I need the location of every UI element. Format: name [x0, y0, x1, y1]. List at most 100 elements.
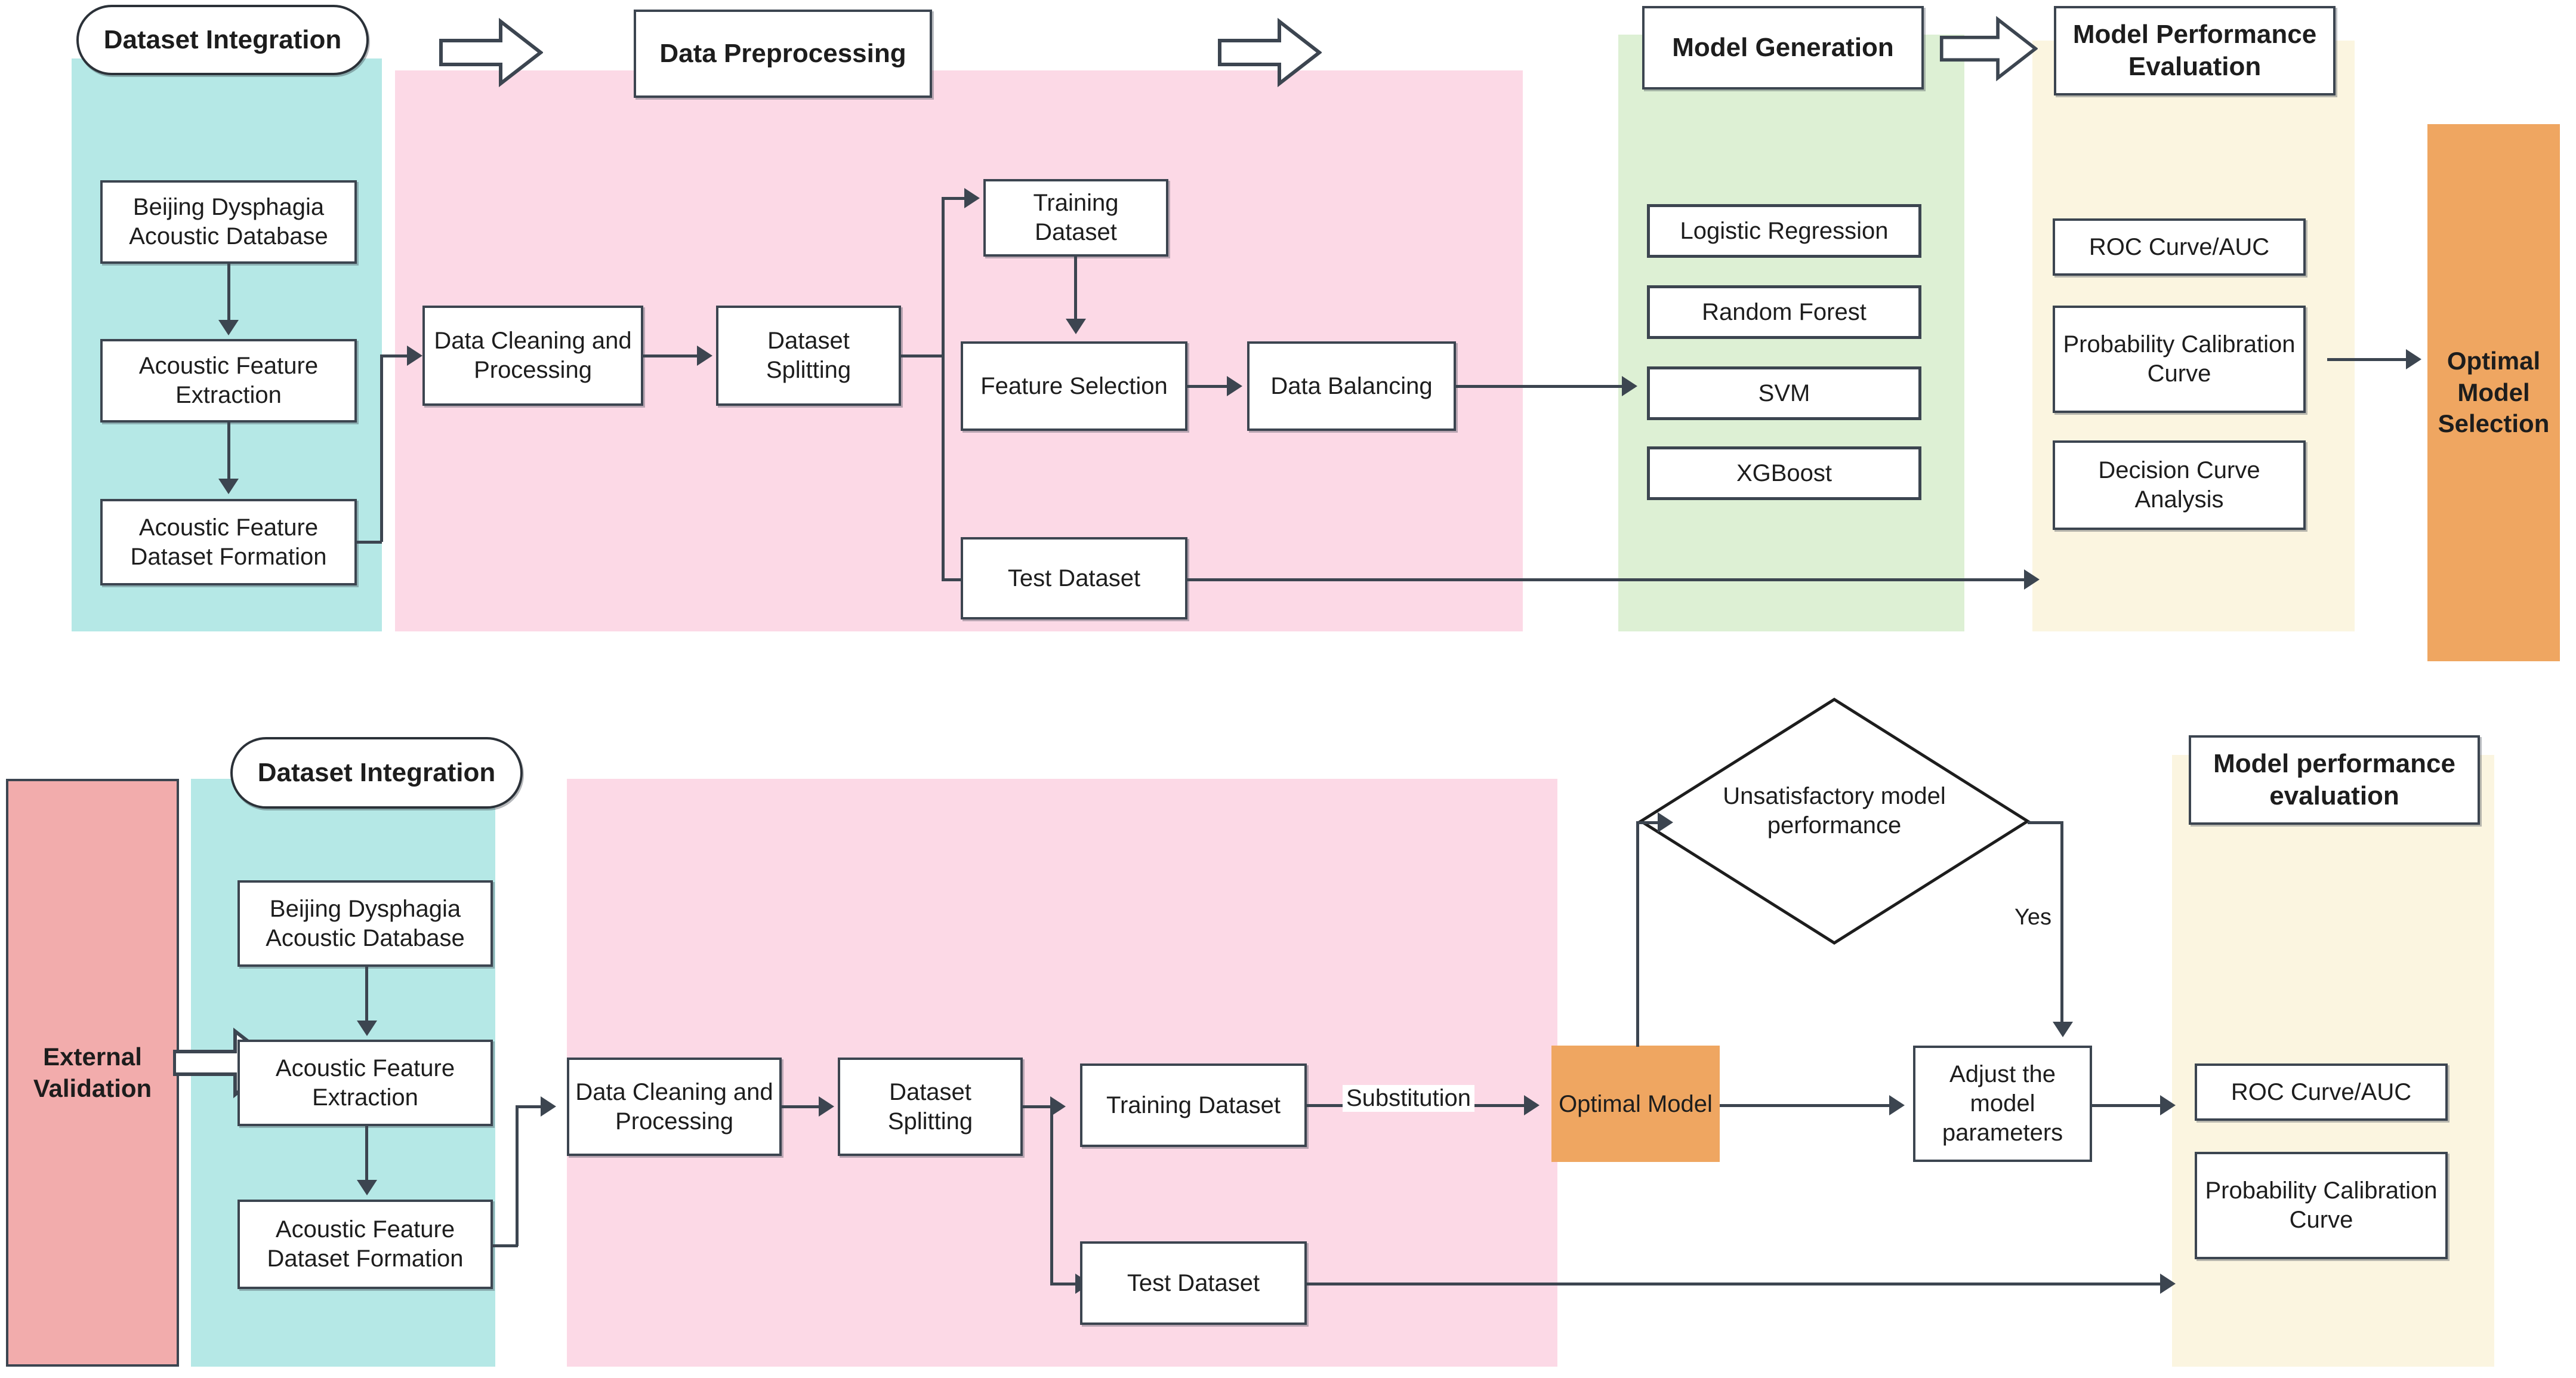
connector-splitting-bus-bottom	[1050, 1105, 1053, 1284]
arrowhead-formation-to-cleaning-bottom	[541, 1096, 556, 1117]
stage-header-data-preprocessing-top: Data Preprocessing	[634, 10, 932, 98]
connector-extraction-to-formation-bottom	[365, 1126, 368, 1183]
node-training-dataset-top: Training Dataset	[983, 179, 1168, 257]
node-label: ROC Curve/AUC	[2231, 1078, 2412, 1105]
node-data-cleaning-and-processing-bottom: Data Cleaning and Processing	[567, 1058, 782, 1156]
edge-label-substitution: Substitution	[1343, 1085, 1475, 1112]
connector-splitting-to-training-top	[942, 197, 967, 200]
node-beijing-dysphagia-acoustic-database-bottom: Beijing Dysphagia Acoustic Database	[237, 880, 493, 967]
node-label: Data Cleaning and Processing	[434, 328, 632, 383]
stage-header-model-generation-top: Model Generation	[1642, 6, 1924, 90]
connector-feature-selection-to-balancing-top	[1187, 385, 1230, 388]
connector-splitting-to-test-top	[942, 578, 967, 581]
connector-balancing-to-models-top	[1456, 385, 1635, 388]
stage-header-dataset-integration-bottom: Dataset Integration	[230, 737, 523, 809]
node-label: Training Dataset	[1106, 1092, 1281, 1118]
arrowhead-adjust-to-evaluation	[2160, 1095, 2176, 1115]
connector-evaluation-to-optimal-selection	[2327, 358, 2411, 361]
node-roc-curve-auc-bottom: ROC Curve/AUC	[2195, 1063, 2448, 1121]
node-dataset-splitting-bottom: Dataset Splitting	[838, 1058, 1023, 1156]
decision-label: Unsatisfactory model performance	[1723, 783, 1946, 838]
stage-header-label: Dataset Integration	[103, 25, 342, 54]
connector-optimal-model-riser	[1636, 821, 1639, 1047]
arrowhead-db-to-extraction-bottom	[357, 1021, 377, 1036]
arrowhead-formation-to-cleaning-top	[407, 346, 422, 366]
node-data-cleaning-and-processing-top: Data Cleaning and Processing	[422, 306, 643, 406]
node-label: Random Forest	[1702, 298, 1867, 325]
block-arrow-preprocessing-to-model-generation	[1218, 17, 1322, 88]
node-acoustic-feature-extraction-bottom: Acoustic Feature Extraction	[237, 1040, 493, 1126]
arrowhead-evaluation-to-optimal-selection	[2406, 349, 2421, 369]
connector-splitting-out-top	[901, 354, 943, 357]
connector-db-to-extraction-bottom	[365, 967, 368, 1024]
connector-adjust-to-evaluation	[2092, 1104, 2170, 1107]
node-dataset-splitting-top: Dataset Splitting	[716, 306, 901, 406]
node-label: Feature Selection	[980, 372, 1168, 399]
node-label: Optimal Model Selection	[2438, 347, 2550, 438]
arrowhead-cleaning-to-splitting-top	[697, 346, 712, 366]
connector-test-dataset-to-evaluation-bottom	[1307, 1283, 2170, 1285]
arrowhead-splitting-to-training-bottom	[1050, 1096, 1066, 1117]
connector-optimal-model-to-adjust	[1720, 1104, 1899, 1107]
arrowhead-optimal-model-to-adjust	[1889, 1095, 1905, 1115]
node-label: Data Balancing	[1270, 372, 1433, 399]
node-external-validation: External Validation	[6, 779, 179, 1367]
connector-formation-to-cleaning-top	[380, 354, 410, 357]
node-label: Probability Calibration Curve	[2063, 331, 2296, 387]
node-feature-selection-top: Feature Selection	[961, 341, 1187, 431]
node-optimal-model: Optimal Model	[1551, 1046, 1720, 1162]
node-label: Acoustic Feature Extraction	[138, 353, 319, 408]
node-adjust-the-model-parameters: Adjust the model parameters	[1913, 1046, 2092, 1162]
connector-diamond-yes-down	[2060, 821, 2063, 1024]
node-label: Decision Curve Analysis	[2098, 457, 2260, 513]
node-label: Data Cleaning and Processing	[575, 1078, 773, 1135]
node-training-dataset-bottom: Training Dataset	[1080, 1063, 1307, 1147]
node-xgboost: XGBoost	[1647, 446, 1921, 500]
arrowhead-extraction-to-formation-top	[218, 479, 239, 494]
node-label: SVM	[1758, 380, 1810, 406]
band-model-evaluation-bottom	[2172, 755, 2494, 1367]
arrowhead-training-to-feature-selection-top	[1066, 319, 1086, 334]
arrowhead-extraction-to-formation-bottom	[357, 1180, 377, 1195]
node-svm: SVM	[1647, 366, 1921, 420]
connector-diamond-yes-out	[2028, 821, 2063, 824]
node-acoustic-feature-extraction-top: Acoustic Feature Extraction	[100, 339, 357, 423]
connector-extraction-to-formation-top	[227, 423, 230, 482]
connector-formation-riser-top	[380, 354, 383, 542]
stage-header-model-evaluation-top: Model Performance Evaluation	[2054, 6, 2336, 95]
block-arrow-model-generation-to-evaluation	[1939, 16, 2038, 82]
node-logistic-regression: Logistic Regression	[1647, 204, 1921, 258]
node-probability-calibration-curve-top: Probability Calibration Curve	[2053, 306, 2306, 413]
arrowhead-db-to-extraction-top	[218, 320, 239, 335]
connector-cleaning-to-splitting-bottom	[782, 1105, 823, 1108]
node-data-balancing-top: Data Balancing	[1247, 341, 1456, 431]
arrowhead-riser-to-diamond	[1658, 812, 1673, 833]
node-label: Test Dataset	[1007, 565, 1141, 591]
node-test-dataset-bottom: Test Dataset	[1080, 1241, 1307, 1325]
connector-test-dataset-to-evaluation-top	[1187, 578, 2035, 581]
node-label: Adjust the model parameters	[1942, 1061, 2063, 1146]
node-label: Acoustic Feature Dataset Formation	[267, 1216, 464, 1272]
arrowhead-diamond-yes-to-adjust	[2053, 1022, 2073, 1037]
connector-formation-out-top	[357, 541, 382, 544]
arrowhead-balancing-to-models-top	[1622, 376, 1637, 396]
edge-label-yes: Yes	[2014, 905, 2051, 930]
node-probability-calibration-curve-bottom: Probability Calibration Curve	[2195, 1152, 2448, 1259]
connector-formation-out-bottom	[493, 1244, 518, 1247]
arrowhead-cleaning-to-splitting-bottom	[819, 1096, 834, 1117]
node-roc-curve-auc-top: ROC Curve/AUC	[2053, 218, 2306, 276]
node-test-dataset-top: Test Dataset	[961, 537, 1187, 619]
node-label: ROC Curve/AUC	[2088, 233, 2270, 260]
node-label: Acoustic Feature Dataset Formation	[130, 514, 327, 570]
connector-cleaning-to-splitting-top	[643, 354, 701, 357]
node-label: External Validation	[33, 1043, 152, 1102]
arrowhead-feature-selection-to-balancing-top	[1227, 376, 1242, 396]
node-label: Optimal Model	[1559, 1090, 1713, 1117]
node-label: Training Dataset	[1033, 190, 1119, 245]
connector-formation-riser-bottom	[516, 1105, 519, 1246]
arrowhead-test-dataset-to-evaluation-bottom	[2160, 1274, 2176, 1294]
stage-header-dataset-integration-top: Dataset Integration	[76, 5, 369, 75]
connector-db-to-extraction-top	[227, 264, 230, 323]
node-label: Acoustic Feature Extraction	[275, 1055, 455, 1111]
